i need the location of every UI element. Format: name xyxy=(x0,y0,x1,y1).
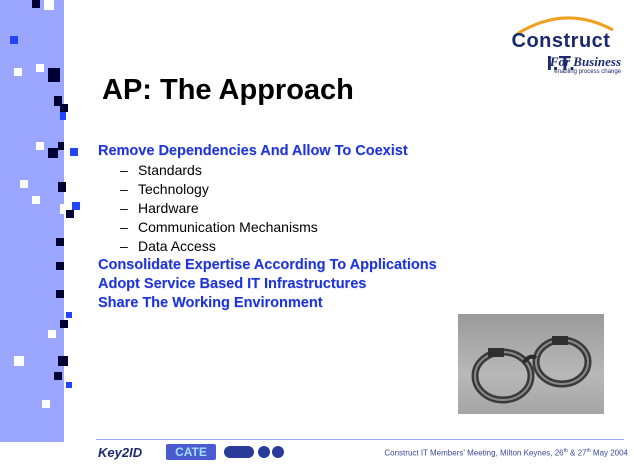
sub-bullet-text: Data Access xyxy=(138,238,216,254)
footer-text-prefix: Construct IT Members' Meeting, Milton Ke… xyxy=(384,448,564,458)
bullet-item: Remove Dependencies And Allow To Coexist xyxy=(98,143,408,159)
footer-sup2: th xyxy=(586,448,591,454)
sidebar-square xyxy=(54,372,62,380)
logo-subtagline: enabling process change xyxy=(554,69,621,75)
sub-bullet-item: –Communication Mechanisms xyxy=(98,218,618,237)
sub-bullet-marker: – xyxy=(120,200,128,216)
logo-swoosh-icon xyxy=(516,16,614,36)
logo-brand: Construct I.T. xyxy=(497,30,625,76)
sidebar-square xyxy=(58,356,68,366)
cate-logo-text: CATE xyxy=(175,445,207,459)
sub-bullet-marker: – xyxy=(120,219,128,235)
sidebar-square xyxy=(60,204,70,214)
sidebar-square xyxy=(36,64,44,72)
sidebar-square xyxy=(72,202,80,210)
sidebar-square xyxy=(20,180,28,188)
sidebar-square xyxy=(44,0,54,10)
sidebar-square xyxy=(60,112,66,120)
sidebar-square xyxy=(42,400,50,408)
footer-text-suffix: May 2004 xyxy=(590,448,628,458)
sub-bullet-text: Communication Mechanisms xyxy=(138,219,318,235)
sub-bullet-text: Technology xyxy=(138,181,209,197)
sidebar-square xyxy=(48,330,56,338)
sidebar-square xyxy=(56,262,64,270)
sidebar-square xyxy=(14,356,24,366)
sub-bullet-text: Standards xyxy=(138,162,202,178)
logo-tagline: For Business xyxy=(549,54,621,69)
key2id-logo-text: Key2ID xyxy=(98,445,143,460)
footer-divider xyxy=(96,439,624,440)
bullet-item: Consolidate Expertise According To Appli… xyxy=(98,257,437,273)
sidebar-square xyxy=(60,104,68,112)
sub-bullet-item: –Standards xyxy=(98,161,618,180)
sidebar-square xyxy=(66,210,74,218)
footer-text-mid: & 27 xyxy=(567,448,587,458)
handcuffs-icon xyxy=(471,336,592,404)
sidebar-square xyxy=(54,96,62,106)
sidebar-square xyxy=(48,148,58,158)
sidebar-square xyxy=(36,142,44,150)
sidebar-square xyxy=(70,148,78,156)
sidebar-square xyxy=(66,390,74,398)
sidebar-square xyxy=(60,320,68,328)
logo-brand-suffix: I.T. xyxy=(546,53,576,75)
sidebar-square xyxy=(32,196,40,204)
cate-logo: CATE xyxy=(166,444,216,460)
sidebar-square xyxy=(58,142,64,150)
logo-brand-name: Construct xyxy=(511,30,611,52)
key2id-logo: Key2ID xyxy=(98,444,158,460)
sidebar-square xyxy=(58,182,66,192)
sidebar-square xyxy=(66,312,72,318)
sub-bullet-text: Hardware xyxy=(138,200,199,216)
construction-skills-icon xyxy=(224,446,284,458)
handcuffs-photo xyxy=(458,314,604,414)
construct-it-logo: Construct I.T. For Business enabling pro… xyxy=(497,8,625,80)
sidebar-square xyxy=(10,36,18,44)
sidebar-square xyxy=(66,382,72,388)
bullet-item: Adopt Service Based IT Infrastructures xyxy=(98,276,367,292)
sidebar-square xyxy=(48,68,60,82)
sub-bullet-marker: – xyxy=(120,162,128,178)
bullet-item: Share The Working Environment xyxy=(98,295,323,311)
sub-bullet-marker: – xyxy=(120,181,128,197)
sidebar-square xyxy=(56,290,64,298)
sub-bullet-item: –Technology xyxy=(98,180,618,199)
footer-sup1: th xyxy=(563,448,568,454)
decorative-sidebar xyxy=(0,0,80,442)
construction-skills-logo xyxy=(224,444,294,460)
sub-bullet-item: –Hardware xyxy=(98,199,618,218)
sub-bullet-marker: – xyxy=(120,238,128,254)
sidebar-square xyxy=(14,68,22,76)
footer-caption: Construct IT Members' Meeting, Milton Ke… xyxy=(384,448,628,458)
sub-bullet-item: –Data Access xyxy=(98,237,618,256)
slide-title: AP: The Approach xyxy=(102,74,354,106)
sidebar-square xyxy=(32,0,40,8)
bullet-list: Remove Dependencies And Allow To Coexist… xyxy=(98,142,618,313)
sidebar-square xyxy=(56,238,64,246)
